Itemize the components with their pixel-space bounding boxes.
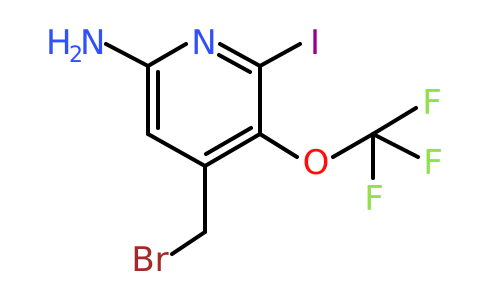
bromine-atom: Br xyxy=(131,240,168,280)
bond-cf3-f1 xyxy=(371,106,418,136)
bond-lines xyxy=(104,42,420,256)
bond-c4-c5 xyxy=(146,132,207,168)
bond-ch2-br xyxy=(170,230,207,256)
bond-c3-c4 xyxy=(203,132,262,168)
bond-c6-n xyxy=(146,42,188,68)
atom-labels: N I O F F F Br H 2 N xyxy=(46,23,443,280)
bond-o-cf3 xyxy=(331,132,375,159)
amine-nitrogen: N xyxy=(80,23,105,63)
bond-cf3-f2 xyxy=(371,132,420,159)
fluorine-atom-2: F xyxy=(423,143,443,183)
bond-n-c2 xyxy=(218,42,262,68)
bond-n-c2-inner xyxy=(217,53,252,74)
bond-c3-o xyxy=(258,132,299,159)
bond-c6-nh2 xyxy=(104,42,150,68)
fluorine-atom-1: F xyxy=(422,83,442,123)
bond-c3-c4-inner xyxy=(204,126,253,156)
iodine-atom: I xyxy=(310,23,320,63)
nitrogen-ring-atom: N xyxy=(191,23,216,63)
fluorine-atom-3: F xyxy=(364,179,384,219)
bond-c2-i xyxy=(258,42,302,68)
amine-subscript: 2 xyxy=(69,43,83,68)
amine-group: H 2 N xyxy=(46,23,105,68)
oxygen-atom: O xyxy=(303,143,330,183)
amine-hydrogen: H xyxy=(46,23,72,63)
